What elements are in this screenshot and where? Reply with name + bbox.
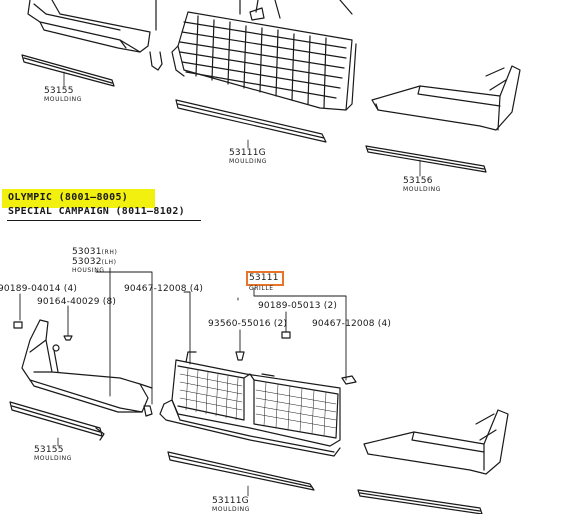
- grille-mesh-left: [179, 367, 243, 421]
- top-housing-left-part: [27, 0, 163, 71]
- top-moulding-53156-number: 53156: [403, 176, 433, 186]
- bottom-housing-left-part: [21, 319, 153, 413]
- header-highlight: [2, 189, 155, 208]
- fastener-90189-04014: 90189-04014 (4): [0, 284, 78, 294]
- fastener-93560-55016: 93560-55016 (2): [208, 319, 288, 329]
- top-housing-right-part: [371, 65, 521, 131]
- fastener-90467-12008-left: 90467-12008 (4): [124, 284, 204, 294]
- fastener-90189-05013: 90189-05013 (2): [258, 301, 338, 311]
- housing-number-lh: 53032(LH): [72, 257, 117, 267]
- selected-part-box[interactable]: [246, 271, 284, 286]
- top-moulding-53111g-number: 53111G: [229, 148, 266, 158]
- bottom-moulding-53111g-number: 53111G: [212, 496, 249, 506]
- bottom-moulding-53111g-name: MOULDING: [212, 506, 250, 513]
- grille-name: GRILLE: [249, 285, 274, 292]
- top-grille-part: [171, 0, 357, 111]
- top-moulding-53156-part: [365, 145, 487, 173]
- fastener-90164-40029: 90164-40029 (8): [37, 297, 117, 307]
- bottom-moulding-53111g-part: [167, 451, 315, 491]
- top-moulding-53155-number: 53155: [44, 86, 74, 96]
- top-moulding-53111g-part: [175, 99, 327, 143]
- housing-callout-lines: [19, 267, 347, 405]
- top-moulding-53155-name: MOULDING: [44, 96, 82, 103]
- bottom-housing-right-part: [363, 409, 509, 475]
- housing-name: HOUSING: [72, 267, 105, 274]
- grille-mesh-right: [255, 381, 337, 437]
- bottom-grille-part: [159, 351, 341, 457]
- housing-number-rh: 53031(RH): [72, 247, 118, 257]
- bottom-moulding-53155-number: 53155: [34, 445, 64, 455]
- fastener-90467-12008-right: 90467-12008 (4): [312, 319, 392, 329]
- grille-number[interactable]: 53111: [249, 273, 279, 283]
- top-moulding-53156-name: MOULDING: [403, 186, 441, 193]
- header-line-1: OLYMPIC (8001–8005): [8, 192, 129, 203]
- bottom-right-moulding-part: [357, 489, 483, 514]
- top-moulding-53155-part: [21, 54, 115, 87]
- header-underline: [7, 220, 201, 221]
- bottom-moulding-53155-name: MOULDING: [34, 455, 72, 462]
- bottom-moulding-53155-part: [9, 401, 105, 441]
- fastener-clips: [13, 321, 357, 417]
- header-line-2: SPECIAL CAMPAIGN (8011–8102): [8, 206, 185, 217]
- top-moulding-53111g-name: MOULDING: [229, 158, 267, 165]
